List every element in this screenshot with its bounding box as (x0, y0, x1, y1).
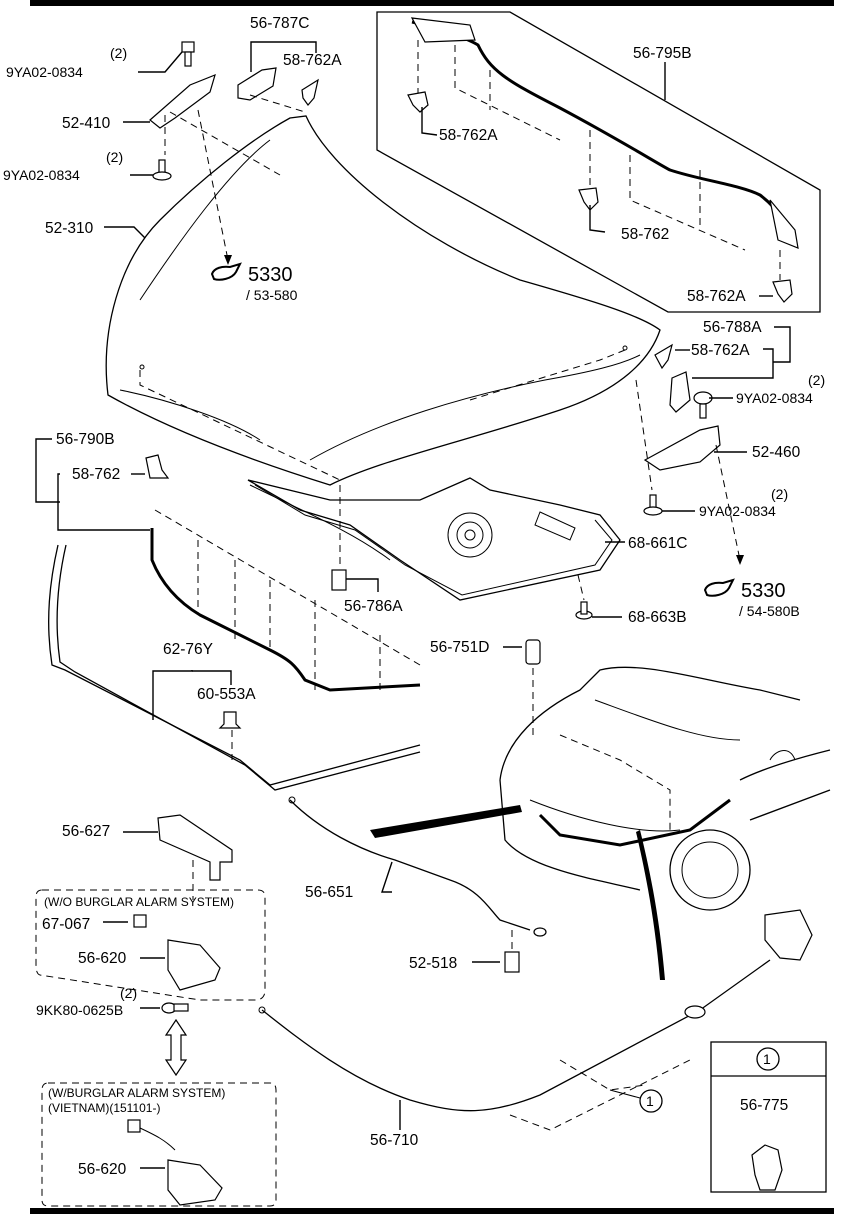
front-seal-drawing (145, 454, 421, 692)
label-rear-seal: 56-795B (633, 45, 692, 62)
latch-bolt-and-arrow (161, 1002, 189, 1077)
legend-part-number: 56-775 (740, 1097, 788, 1114)
leader-lines (35, 41, 791, 1169)
legend-marker: 1 (763, 1051, 771, 1067)
left-hinge-drawing (149, 41, 281, 265)
label-radiator-seal-clip: 60-553A (197, 686, 256, 703)
vehicle-front-drawing (370, 666, 831, 980)
label-hood-bumper: 56-786A (344, 598, 403, 615)
label-latch-bolt: 9KK80-0625B (36, 1002, 123, 1018)
label-front-seal-clip: 58-762 (72, 466, 120, 483)
label-rear-seal-clip-left: 58-762A (439, 127, 498, 144)
left-seal-bracket-drawing (237, 67, 319, 113)
legend-box (710, 1041, 827, 1193)
label-radiator-seal: 62-76Y (163, 641, 213, 658)
label-insulator-clip: 68-663B (628, 609, 687, 626)
qty-hinge-bolt-lower-left: (2) (106, 149, 123, 165)
insulator-clip-drawing (575, 574, 593, 620)
section-reference-left[interactable]: 5330 / 53-580 (210, 262, 298, 303)
qty-latch-bolt: (2) (120, 985, 137, 1001)
ref-right-sub[interactable]: / 54-580B (739, 603, 800, 619)
label-clip-left-top: 58-762A (283, 52, 342, 69)
label-seal-right-bracket: 56-788A (703, 319, 762, 336)
label-hood-cushion: 56-751D (430, 639, 489, 656)
release-cable-drawing (258, 909, 813, 1131)
label-rear-seal-clip-center: 58-762 (621, 226, 669, 243)
hood-cushion-drawing (525, 639, 541, 740)
label-hood-panel: 52-310 (45, 220, 94, 237)
label-rear-seal-clip-right: 58-762A (687, 288, 746, 305)
label-seal-left-bracket: 56-787C (250, 15, 309, 32)
qty-hinge-bolt-top-left: (2) (110, 45, 127, 61)
qty-hinge-bolt-lower-right: (2) (771, 486, 788, 502)
ref-right-section[interactable]: 5330 (741, 580, 786, 602)
variant-with-alarm-box (41, 1082, 277, 1207)
label-hinge-bolt-top-right: 9YA02-0834 (736, 390, 813, 406)
label-latch-with-alarm: 56-620 (78, 1161, 127, 1178)
label-front-seal: 56-790B (56, 431, 115, 448)
label-latch-cover: 56-627 (62, 823, 110, 840)
label-hinge-right: 52-460 (752, 444, 801, 461)
label-clip-right: 58-762A (691, 342, 750, 359)
label-hinge-bolt-lower-left: 9YA02-0834 (3, 167, 80, 183)
top-border-bar (30, 0, 834, 6)
cable-clip-callout-marker: 1 (646, 1093, 654, 1109)
variant-without-alarm-box (35, 889, 266, 1001)
label-hinge-left: 52-410 (62, 115, 111, 132)
label-hood-insulator: 68-661C (628, 535, 687, 552)
pointing-hand-icon (210, 262, 242, 281)
hood-bumper-drawing (331, 485, 347, 591)
qty-hinge-bolt-top-right: (2) (808, 372, 825, 388)
cable-clip-callout-circle (639, 1089, 663, 1113)
label-rod-holder: 52-518 (409, 955, 457, 972)
variant-without-alarm-heading: (W/O BURGLAR ALARM SYSTEM) (44, 895, 234, 909)
ref-left-sub[interactable]: / 53-580 (246, 287, 298, 303)
variant-with-alarm-heading-1: (W/BURGLAR ALARM SYSTEM) (48, 1086, 225, 1100)
label-hinge-bolt-lower-right: 9YA02-0834 (699, 503, 776, 519)
support-rod-drawing (288, 796, 547, 973)
hood-panel-drawing (105, 115, 661, 561)
radiator-seal-drawing (48, 544, 421, 791)
label-hinge-bolt-top-left: 9YA02-0834 (6, 64, 83, 80)
latch-cover-drawing (157, 814, 233, 900)
label-latch-without-alarm: 56-620 (78, 950, 127, 967)
label-alarm-switch: 67-067 (42, 916, 90, 933)
section-reference-right[interactable]: 5330 / 54-580B (703, 578, 800, 619)
pointing-hand-icon (703, 578, 735, 597)
ref-left-section[interactable]: 5330 (248, 264, 293, 286)
bottom-border-bar (30, 1208, 834, 1214)
hood-insulator-drawing (247, 477, 621, 601)
label-release-cable: 56-710 (370, 1132, 419, 1149)
rear-seal-box (376, 11, 821, 313)
right-hinge-drawing (635, 343, 744, 565)
variant-with-alarm-heading-2: (VIETNAM)(151101-) (48, 1101, 160, 1115)
label-support-rod: 56-651 (305, 884, 353, 901)
